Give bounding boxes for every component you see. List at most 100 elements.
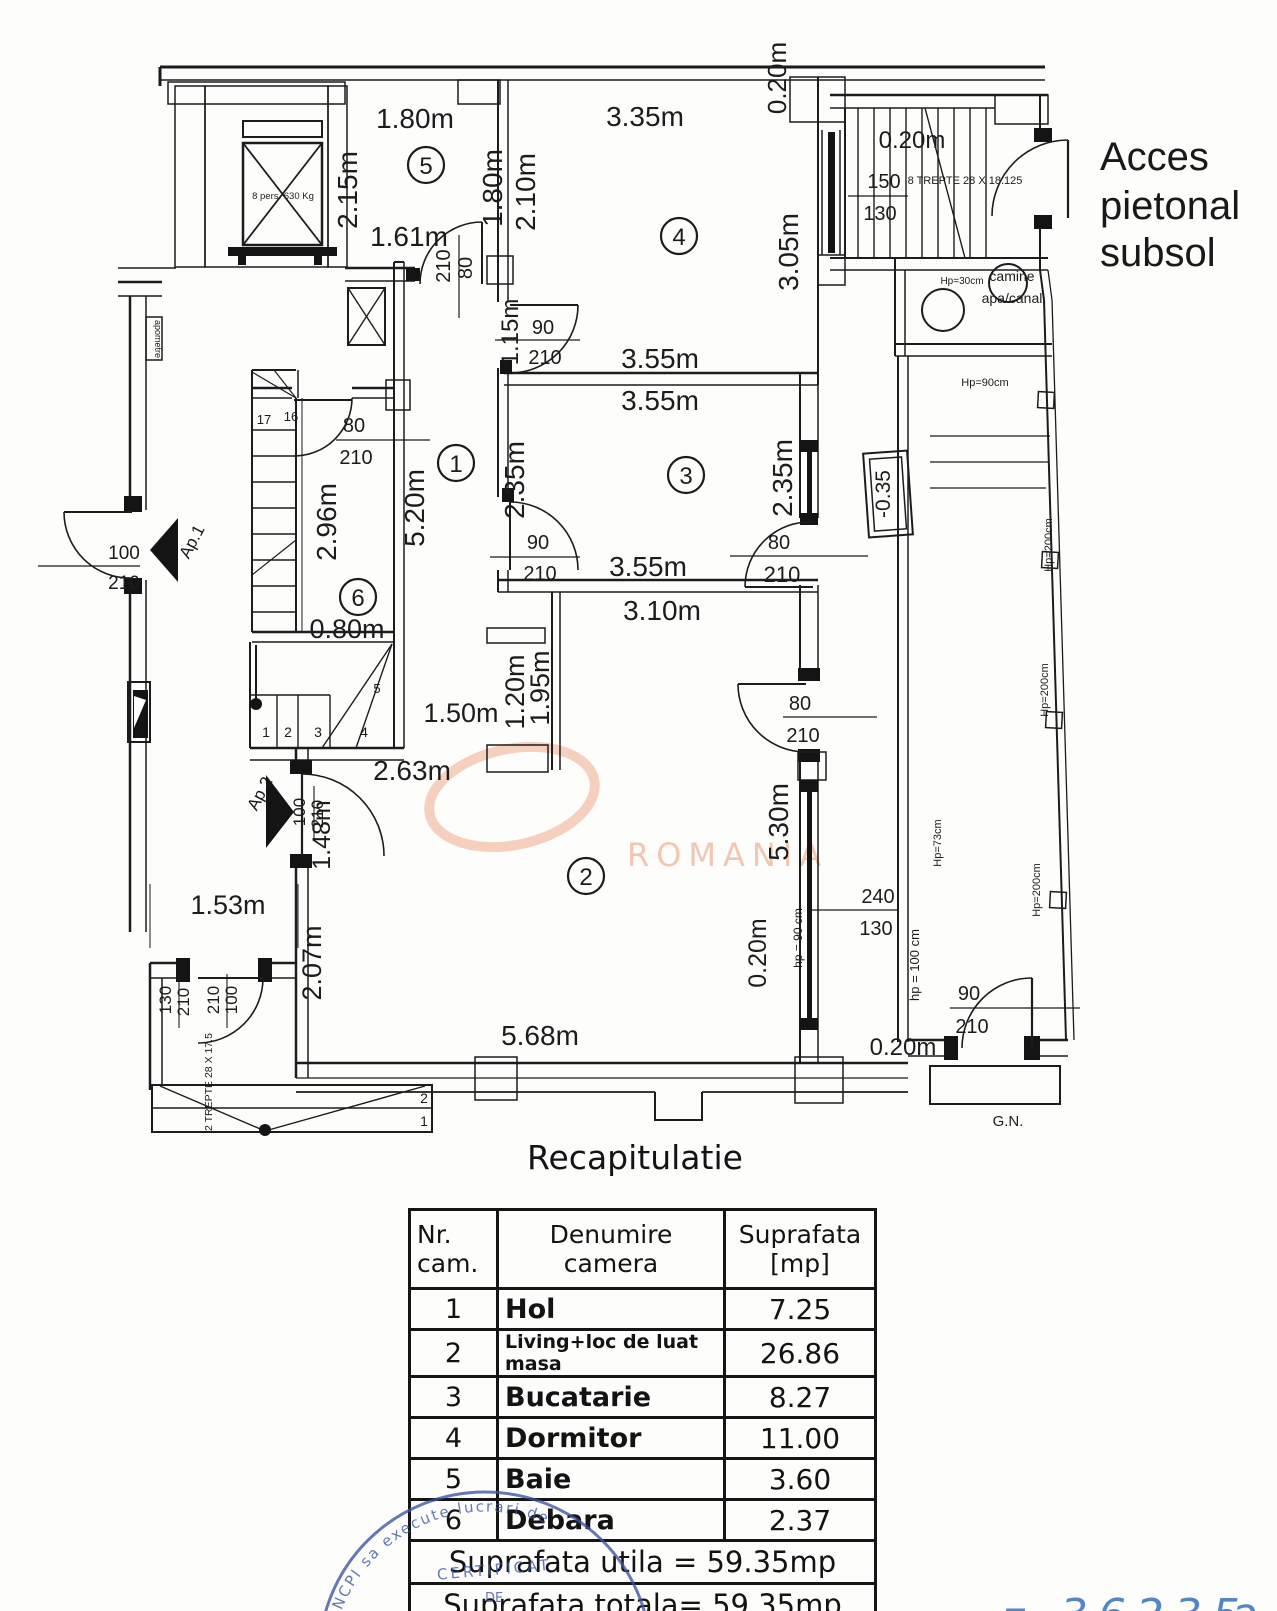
dim-label: 3.55m	[621, 385, 699, 416]
hol-walls	[118, 261, 405, 748]
col-header-denumire: Denumire	[549, 1220, 673, 1249]
left-wall-ap1: apometre 100 210 Ap.1	[38, 280, 209, 932]
room-area: 11.00	[723, 1416, 877, 1460]
entry-steps-label: 2 TREPTE 28 X 17.5	[203, 1033, 215, 1131]
door-size-label: 80	[343, 415, 365, 437]
parapet-height-label: hp = 100 cm	[907, 929, 922, 1001]
total-utila: Suprafata utila = 59.35mp	[408, 1539, 877, 1585]
dim-label: 3.05m	[773, 213, 804, 291]
door-size-label: 210	[433, 249, 455, 282]
table-row: 5 Baie 3.60	[408, 1457, 877, 1501]
dim-label: 1.61m	[370, 221, 448, 252]
kitchen-divider	[486, 592, 561, 773]
dim-label: 5.20m	[399, 469, 430, 547]
topright-stairs: 0.20m 150 130 8 TREPTE 28 X 18.125	[830, 93, 1070, 271]
dim-label: 5.68m	[501, 1020, 579, 1051]
dim-label: 3.55m	[609, 551, 687, 582]
door-size-label: 210	[955, 1016, 988, 1038]
access-note-line1: Acces	[1100, 135, 1209, 179]
door-size-label: 210	[786, 725, 819, 747]
door-size-label: 210	[528, 347, 561, 369]
dimension-labels: 1.80m 2.15m 1.80m 2.10m 1.61m 3.35m 0.20…	[190, 42, 936, 1061]
total-totala: Suprafata totala= 59.35mp	[408, 1582, 877, 1611]
door-size-label: 210	[523, 563, 556, 585]
dim-label: 1.95m	[525, 650, 555, 725]
room-nr: 1	[408, 1287, 499, 1331]
dim-label: 2.35m	[499, 441, 530, 519]
dim-label: 3.10m	[623, 595, 701, 626]
col-header-nr: Nr.	[417, 1220, 452, 1249]
room-numbers: 5 4 1 3 6 2	[338, 145, 706, 896]
access-note-line2: pietonal	[1100, 184, 1240, 228]
col-header-suprafata: Suprafata	[738, 1220, 862, 1249]
camine-label: camine	[989, 268, 1034, 284]
parapet-height-label: hp = 90 cm	[791, 908, 805, 968]
apartment-1-label: Ap.1	[175, 522, 208, 562]
stairs-spec-label: 8 TREPTE 28 X 18.125	[908, 175, 1023, 187]
table-row: 4 Dormitor 11.00	[408, 1416, 877, 1460]
door-size-label: 80	[789, 693, 811, 715]
room-nr: 4	[408, 1416, 499, 1460]
door-size-label: 80	[455, 257, 477, 279]
window-size-label: 240	[861, 886, 894, 908]
apometre-label: apometre	[153, 320, 163, 358]
door-size-label: 100	[222, 986, 241, 1014]
room-name: Living+loc de luat masa	[496, 1328, 726, 1378]
room-name: Debara	[496, 1498, 726, 1542]
room-area: 7.25	[723, 1287, 877, 1331]
total-totala-row: Suprafata totala= 59.35mp	[408, 1582, 877, 1611]
room-area: 26.86	[723, 1328, 877, 1378]
entry-vestibule: 130 210 210 100 2 TREPTE 28 X 17.5 2 1	[148, 884, 433, 1136]
dim-label: 1.15m	[497, 299, 524, 366]
dim-label: 5.30m	[763, 783, 794, 861]
window-size-label: 150	[867, 171, 900, 193]
elevator-shaft: 8 pers. 630 Kg	[174, 85, 348, 268]
dim-label: 0.80m	[309, 614, 384, 644]
parapet-height-label: Hp=200cm	[1039, 663, 1051, 717]
recap-title: Recapitulatie	[527, 1138, 743, 1177]
door-size-label: 210	[308, 800, 327, 828]
level-marker	[862, 449, 914, 539]
window-size-label: 130	[859, 918, 892, 940]
camine-room: Hp=30cm camine apa/canal Hp=90cm	[894, 258, 1052, 389]
door-size-label: 100	[108, 543, 140, 564]
room-debara-and-stairs: 80 210 1 2 3 4 5	[249, 369, 430, 761]
right-corridor: Hp=200cm Hp=200cm Hp=200cm Hp=73cm hp = …	[897, 269, 1075, 1042]
camine-label: apa/canal	[982, 290, 1043, 306]
room-name: Baie	[496, 1457, 726, 1501]
stair-step-number: 5	[373, 681, 380, 696]
door-size-label: 100	[290, 798, 309, 826]
dim-label: 0.20m	[870, 1034, 937, 1061]
gn-label: G.N.	[993, 1113, 1024, 1130]
room-area: 2.37	[723, 1498, 877, 1542]
room-area: 8.27	[723, 1375, 877, 1419]
door-size-label: 210	[108, 573, 140, 594]
table-row: 1 Hol 7.25	[408, 1287, 877, 1331]
stair-step-number: 2	[420, 1090, 428, 1106]
ap1-arrow	[150, 518, 178, 582]
table-row: 3 Bucatarie 8.27	[408, 1375, 877, 1419]
dim-label: 2.96m	[311, 483, 342, 561]
dim-label: 1.20m	[500, 654, 530, 729]
door-size-label: 90	[527, 532, 549, 554]
room-number: 2	[579, 864, 592, 891]
parapet-height-label: Hp=30cm	[940, 276, 983, 287]
stair-step-number: 3	[314, 724, 322, 740]
stair-step-number: 1	[420, 1113, 428, 1129]
stair-step-number: 17	[257, 412, 271, 427]
total-utila-row: Suprafata utila = 59.35mp	[408, 1539, 877, 1585]
window-size-label: 130	[863, 203, 896, 225]
parapet-height-label: Hp=200cm	[1043, 518, 1055, 572]
dim-label: 1.80m	[477, 149, 508, 227]
room-bucatarie: 90 210 80 210	[490, 373, 868, 1063]
access-note: Acces pietonal subsol	[1100, 135, 1240, 275]
table-row: 2 Living+loc de luat masa 26.86	[408, 1328, 877, 1378]
dim-label: 2.15m	[332, 151, 363, 229]
watermark-text: ROMANIA	[627, 836, 828, 874]
dim-label: 1.53m	[190, 890, 265, 920]
living-left-wall: Ap.2 100 210	[243, 748, 385, 1078]
door-size-label: 210	[204, 986, 223, 1014]
room-baie: 210 80	[345, 80, 514, 318]
